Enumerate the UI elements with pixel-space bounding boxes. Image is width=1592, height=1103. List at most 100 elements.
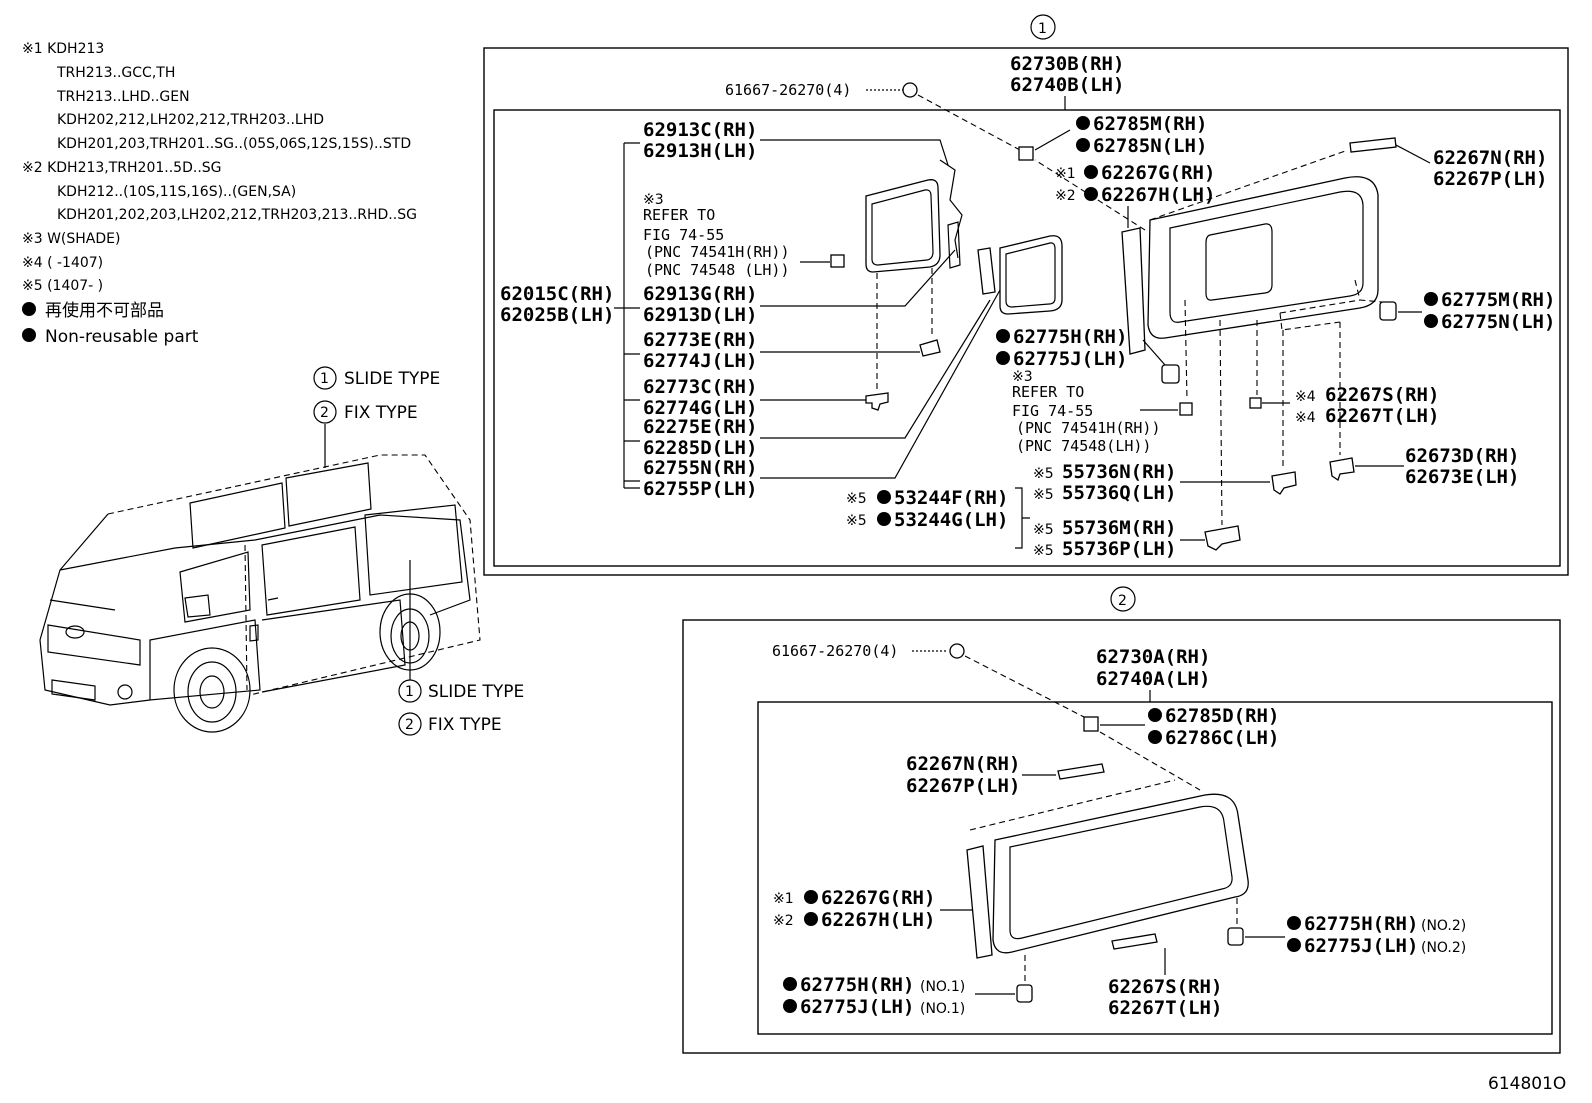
no2-mark-b: (NO.2) — [1421, 940, 1466, 956]
leader-line — [760, 289, 1001, 479]
no1-mark-a: (NO.1) — [920, 979, 965, 995]
dashed-leader — [1184, 299, 1188, 401]
label-62755p: 62755P(LH) — [643, 478, 757, 500]
label-62774j: 62774J(LH) — [643, 350, 757, 372]
van-front-door — [149, 619, 261, 701]
legend-num-1-bottom: 1 — [405, 684, 414, 700]
label-62775n: 62775N(LH) — [1441, 311, 1555, 333]
note-2-line-3: KDH201,202,203,LH202,212,TRH203,213..RHD… — [57, 207, 417, 223]
label-62775j: 62775J(LH) — [1013, 348, 1127, 370]
label-61667-clip: 61667-26270(4) — [725, 81, 851, 99]
dashed-rail — [1279, 312, 1341, 331]
dashed-leader — [917, 94, 1021, 151]
label-62913h: 62913H(LH) — [643, 140, 757, 162]
label-62267t-2: 62267T(LH) — [1108, 997, 1222, 1019]
label-55736p: 55736P(LH) — [1062, 538, 1176, 560]
diagram-2-circle-icon — [1110, 586, 1136, 612]
weatherstrip-part-icon — [966, 845, 993, 959]
label-55736m: 55736M(RH) — [1062, 517, 1176, 539]
label-62730a: 62730A(RH) — [1096, 646, 1210, 668]
leader-line — [760, 249, 956, 307]
ref2-note-mark: ※3 — [1012, 369, 1033, 385]
label-62775h: 62775H(RH) — [1013, 326, 1127, 348]
fix-window-inner — [1009, 805, 1233, 940]
clip-part-icon — [902, 82, 918, 98]
ref2-pnc-rh: (PNC 74541H(RH)) — [1016, 419, 1161, 437]
stopper-part-icon — [919, 339, 941, 357]
fix-window-glass — [992, 793, 1249, 954]
diagram-1-number: 1 — [1038, 21, 1047, 37]
label-62913c: 62913C(RH) — [643, 119, 757, 141]
dashed-leader — [1219, 319, 1223, 526]
note-4: ※4 ( -1407) — [22, 255, 103, 271]
weatherstrip-part-icon — [1121, 227, 1146, 355]
nonreusable-dot-icon — [1287, 938, 1301, 952]
label-62775h-no1: 62775H(RH) — [800, 974, 914, 996]
note-1-line-3: TRH213..LHD..GEN — [56, 89, 190, 105]
moulding-part-icon — [1057, 763, 1105, 780]
legend-num-1: 1 — [320, 371, 329, 387]
nonreusable-dot-icon — [1148, 708, 1162, 722]
van-pillar-dash — [244, 544, 248, 691]
lock-part-icon — [947, 221, 961, 269]
legend-slide-label-bottom: SLIDE TYPE — [428, 682, 524, 702]
rail-part-icon — [977, 247, 996, 295]
note-mark-1-d2: ※1 — [773, 891, 794, 907]
nonreusable-dot-icon — [783, 999, 797, 1013]
van-beltline — [59, 514, 471, 616]
label-55736q: 55736Q(LH) — [1062, 482, 1176, 504]
label-62275e: 62275E(RH) — [643, 416, 757, 438]
note-2-line-2: KDH212..(10S,11S,16S)..(GEN,SA) — [57, 184, 296, 200]
legend-circle-2-icon — [398, 712, 422, 736]
note-1-line-5: KDH201,203,TRH201..SG..(05S,06S,12S,15S)… — [57, 136, 411, 152]
label-62267s: 62267S(RH) — [1325, 384, 1439, 406]
slide-glass-inner — [871, 189, 934, 266]
note-1-line-4: KDH202,212,LH202,212,TRH203..LHD — [57, 112, 324, 128]
note-mark-5e: ※5 — [846, 491, 867, 507]
ref2-refer-to: REFER TO — [1012, 383, 1084, 401]
retainer-part-icon — [1016, 984, 1033, 1003]
note-mark-5f: ※5 — [846, 513, 867, 529]
nonreusable-dot-icon — [1424, 292, 1438, 306]
diagram-2-inner-frame — [757, 701, 1553, 1035]
label-62786c: 62786C(LH) — [1165, 727, 1279, 749]
no1-mark-b: (NO.1) — [920, 1001, 965, 1017]
note-3: ※3 W(SHADE) — [22, 231, 120, 247]
van-front-wheel — [187, 661, 237, 723]
van-fuel-lid — [249, 624, 259, 642]
ref2-pnc-lh: (PNC 74548(LH)) — [1016, 437, 1151, 455]
nonreusable-dot-icon — [996, 329, 1010, 343]
note-mark-5b: ※5 — [1033, 487, 1054, 503]
moulding-part-icon — [1349, 137, 1397, 153]
legend-fix-label: FIX TYPE — [344, 403, 418, 423]
spacer-part-icon — [1111, 933, 1158, 950]
note-5: ※5 (1407- ) — [22, 278, 103, 294]
diagram-2-outer-frame — [682, 619, 1561, 1054]
note-mark-5c: ※5 — [1033, 522, 1054, 538]
retainer-part-icon — [1379, 301, 1397, 321]
dashed-leader — [969, 779, 1176, 831]
retainer-part-icon — [1161, 364, 1180, 384]
note-mark-4b: ※4 — [1295, 410, 1316, 426]
label-62913d: 62913D(LH) — [643, 304, 757, 326]
spacer-part-icon — [1249, 397, 1262, 409]
clip-part-icon — [949, 643, 965, 659]
van-grille — [47, 624, 141, 666]
label-62267s-2: 62267S(RH) — [1108, 976, 1222, 998]
label-62740a: 62740A(LH) — [1096, 668, 1210, 690]
van-slide-window — [261, 526, 361, 616]
label-62785d: 62785D(RH) — [1165, 705, 1279, 727]
diagram-1-outer-frame — [483, 47, 1569, 576]
label-62785n: 62785N(LH) — [1093, 135, 1207, 157]
label-62773c: 62773C(RH) — [643, 376, 757, 398]
nonreusable-dot-icon — [1424, 314, 1438, 328]
diagram-1-inner-frame — [493, 109, 1561, 567]
ref2-fig: FIG 74-55 — [1012, 402, 1093, 420]
label-62775h-no2: 62775H(RH) — [1304, 913, 1418, 935]
no2-mark-a: (NO.2) — [1421, 918, 1466, 934]
label-62730b: 62730B(RH) — [1010, 53, 1124, 75]
van-hood-line — [49, 599, 116, 611]
label-62740b: 62740B(LH) — [1010, 74, 1124, 96]
clip-bracket-part-icon — [1204, 525, 1241, 551]
fixed-glass-frame — [999, 235, 1063, 315]
